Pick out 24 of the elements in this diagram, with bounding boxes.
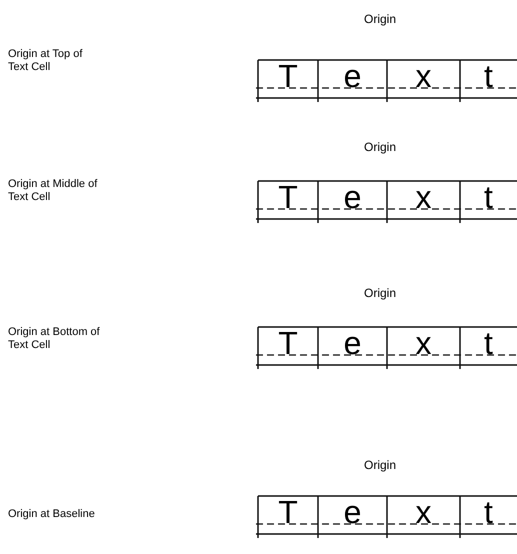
cell-letter: x — [414, 496, 432, 528]
cell-letter: x — [414, 327, 432, 359]
cell-letter: t — [483, 496, 494, 528]
cell-letter: e — [342, 181, 362, 213]
cell-letter: t — [483, 327, 494, 359]
origin-label: Origin — [362, 457, 397, 474]
cell-letter: e — [342, 60, 362, 92]
cell-letter: e — [342, 496, 362, 528]
cell-letter: T — [277, 181, 299, 213]
cell-letter: e — [342, 327, 362, 359]
origin-label: Origin — [362, 11, 397, 28]
description-label: Origin at Middle of Text Cell — [8, 178, 98, 204]
description-label: Origin at Baseline — [8, 508, 96, 521]
origin-label: Origin — [362, 285, 397, 302]
cell-letter: x — [414, 60, 432, 92]
description-label: Origin at Top of Text Cell — [8, 48, 84, 74]
cell-letter: T — [277, 496, 299, 528]
cell-letter: T — [277, 60, 299, 92]
cell-letter: x — [414, 181, 432, 213]
cell-letter: T — [277, 327, 299, 359]
cell-letter: t — [483, 181, 494, 213]
origin-label: Origin — [362, 139, 397, 156]
cell-letter: t — [483, 60, 494, 92]
description-label: Origin at Bottom of Text Cell — [8, 326, 101, 352]
